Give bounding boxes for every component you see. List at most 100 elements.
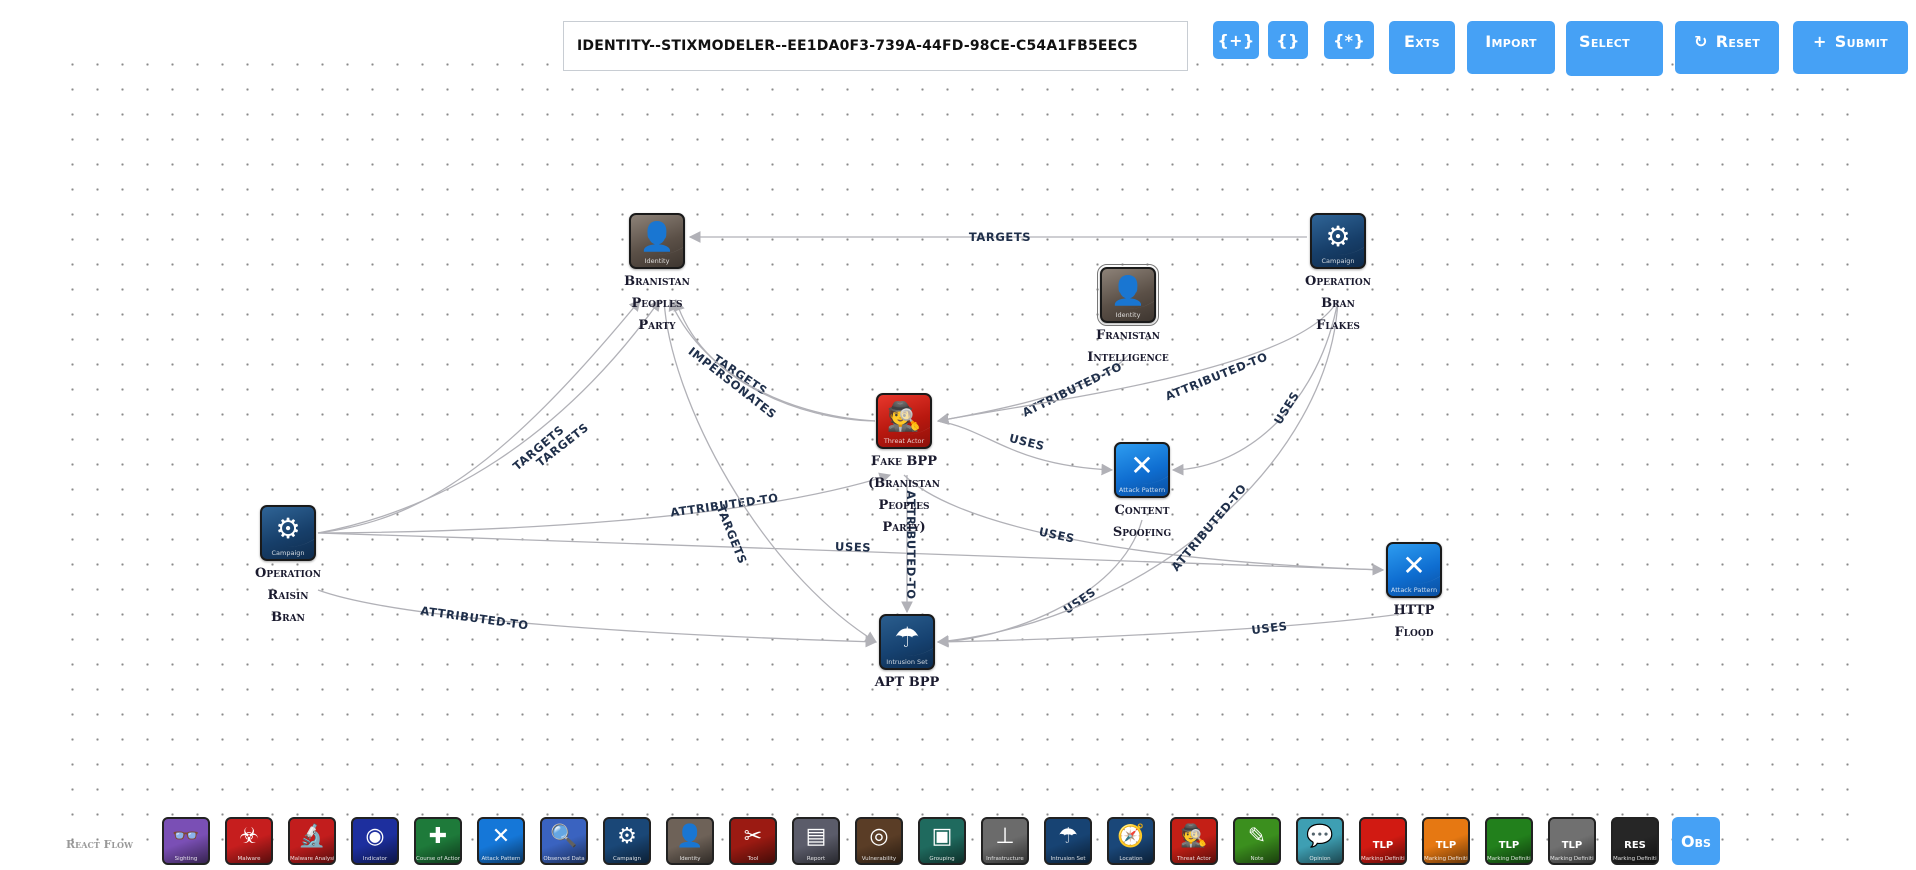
identity-id-field[interactable]: IDENTITY--STIXMODELER--EE1DA0F3-739A-44F…: [563, 21, 1188, 71]
palette-opinion[interactable]: 💬Opinion: [1296, 817, 1344, 865]
palette-note[interactable]: ✎Note: [1233, 817, 1281, 865]
edge-path[interactable]: [1171, 299, 1339, 476]
select-button[interactable]: Select: [1566, 21, 1663, 76]
json-all-label: {*}: [1332, 30, 1366, 50]
json-all-button[interactable]: {*}: [1324, 21, 1374, 59]
edge-attributed-to[interactable]: ATTRIBUTED-TO: [901, 475, 918, 614]
exts-button[interactable]: Exts: [1389, 21, 1455, 74]
campaign-icon: ⚙: [617, 824, 637, 849]
attack-pattern-icon[interactable]: ✕Attack Pattern: [1386, 542, 1442, 598]
campaign-icon[interactable]: ⚙Campaign: [1310, 213, 1366, 269]
palette-course-of-action[interactable]: ✚Course of Action: [414, 817, 462, 865]
edge-label: USES: [1271, 389, 1302, 427]
identity-icon[interactable]: 👤Identity: [1097, 264, 1159, 326]
palette-marking-definition-21[interactable]: TLP Marking Definition: [1485, 817, 1533, 865]
edge-path[interactable]: [668, 298, 876, 422]
reset-button[interactable]: ↻Reset: [1675, 21, 1779, 74]
palette-campaign[interactable]: ⚙Campaign: [603, 817, 651, 865]
palette-caption: Sighting: [174, 856, 198, 862]
palette-tool[interactable]: ✂Tool: [729, 817, 777, 865]
add-object-label: {+}: [1217, 30, 1255, 50]
edge-path[interactable]: [936, 611, 1415, 648]
attack-pattern-icon[interactable]: ✕Attack Pattern: [1114, 442, 1170, 498]
palette-caption: Marking Definition: [1487, 856, 1533, 862]
exts-label: Exts: [1403, 32, 1441, 51]
edge-label: TARGETS: [969, 230, 1031, 244]
palette-grouping[interactable]: ▣Grouping: [918, 817, 966, 865]
palette-malware[interactable]: ☣Malware: [225, 817, 273, 865]
flow-canvas[interactable]: [60, 52, 1860, 850]
marking-definition-icon: TLP: [1498, 840, 1520, 851]
react-flow-attribution[interactable]: React Flow: [66, 838, 133, 851]
edge-path[interactable]: [936, 299, 1339, 647]
palette-caption: Malware Analysis: [290, 856, 336, 862]
palette-observed-data[interactable]: 🔍Observed Data: [540, 817, 588, 865]
edge-targets[interactable]: TARGETS: [317, 299, 641, 534]
obs-button[interactable]: Obs: [1672, 817, 1720, 865]
attack-pattern-icon: ✕: [491, 824, 511, 849]
marking-definition-icon: TLP: [1435, 840, 1457, 851]
edge-attributed-to[interactable]: ATTRIBUTED-TO: [317, 472, 892, 534]
palette-infrastructure[interactable]: ⊥Infrastructure: [981, 817, 1029, 865]
palette-threat-actor[interactable]: 🕵Threat Actor: [1170, 817, 1218, 865]
malware-analysis-icon: 🔬: [298, 824, 326, 849]
edge-path[interactable]: [317, 589, 878, 648]
edge-targets[interactable]: TARGETS: [688, 230, 1307, 244]
submit-button[interactable]: +Submit: [1793, 21, 1908, 74]
palette-identity[interactable]: 👤Identity: [666, 817, 714, 865]
edge-attributed-to[interactable]: ATTRIBUTED-TO: [317, 589, 878, 648]
node-label-line: Operation: [1305, 274, 1371, 289]
edge-path[interactable]: [673, 298, 876, 422]
threat-actor-icon[interactable]: 🕵Threat Actor: [876, 393, 932, 449]
node-label-line: Intelligence: [1087, 350, 1169, 365]
edge-path[interactable]: [317, 299, 661, 534]
edge-uses[interactable]: USES: [937, 420, 1114, 476]
edge-path[interactable]: [317, 299, 641, 534]
palette-caption: Course of Action: [416, 856, 462, 862]
edge-path[interactable]: [936, 519, 1143, 648]
edge-uses[interactable]: USES: [936, 611, 1415, 648]
import-button[interactable]: Import: [1467, 21, 1555, 74]
intrusion-set-icon[interactable]: ☂Intrusion Set: [879, 614, 935, 670]
edge-path[interactable]: [317, 532, 1385, 576]
palette-location[interactable]: 🧭Location: [1107, 817, 1155, 865]
node-label-line: Raisin: [267, 588, 309, 603]
node-type-caption: Campaign: [1321, 257, 1355, 265]
palette-report[interactable]: ▤Report: [792, 817, 840, 865]
palette-malware-analysis[interactable]: 🔬 Malware Analysis: [288, 817, 336, 865]
node-label-line: Spoofing: [1112, 525, 1172, 540]
node-glyph: ⚙: [275, 512, 301, 545]
palette-indicator[interactable]: ◉Indicator: [351, 817, 399, 865]
campaign-icon[interactable]: ⚙Campaign: [260, 505, 316, 561]
edge-path[interactable]: [936, 299, 1339, 425]
edge-path[interactable]: [317, 472, 892, 534]
identity-icon[interactable]: 👤Identity: [629, 213, 685, 269]
json-button[interactable]: {}: [1268, 21, 1308, 59]
palette-sighting[interactable]: 👓Sighting: [162, 817, 210, 865]
add-object-button[interactable]: {+}: [1213, 21, 1259, 59]
edge-path[interactable]: [663, 299, 877, 643]
node-label-line: Party: [638, 318, 676, 333]
edge-path[interactable]: [937, 420, 1114, 476]
palette-intrusion-set[interactable]: ☂Intrusion Set: [1044, 817, 1092, 865]
palette-vulnerability[interactable]: ◎Vulnerability: [855, 817, 903, 865]
palette-caption: Marking Definition: [1361, 856, 1407, 862]
edge-path[interactable]: [903, 474, 1385, 576]
edge-uses[interactable]: USES: [317, 532, 1385, 576]
palette-attack-pattern[interactable]: ✕Attack Pattern: [477, 817, 525, 865]
